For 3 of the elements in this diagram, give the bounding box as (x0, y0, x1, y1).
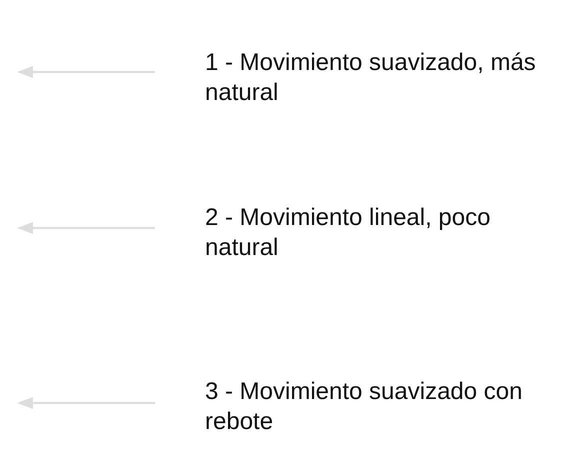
description-text: 2 - Movimiento lineal, poco natural (205, 203, 492, 263)
description-text: 3 - Movimiento suavizado con rebote (205, 377, 524, 437)
description-text: 1 - Movimiento suavizado, más natural (205, 48, 537, 108)
